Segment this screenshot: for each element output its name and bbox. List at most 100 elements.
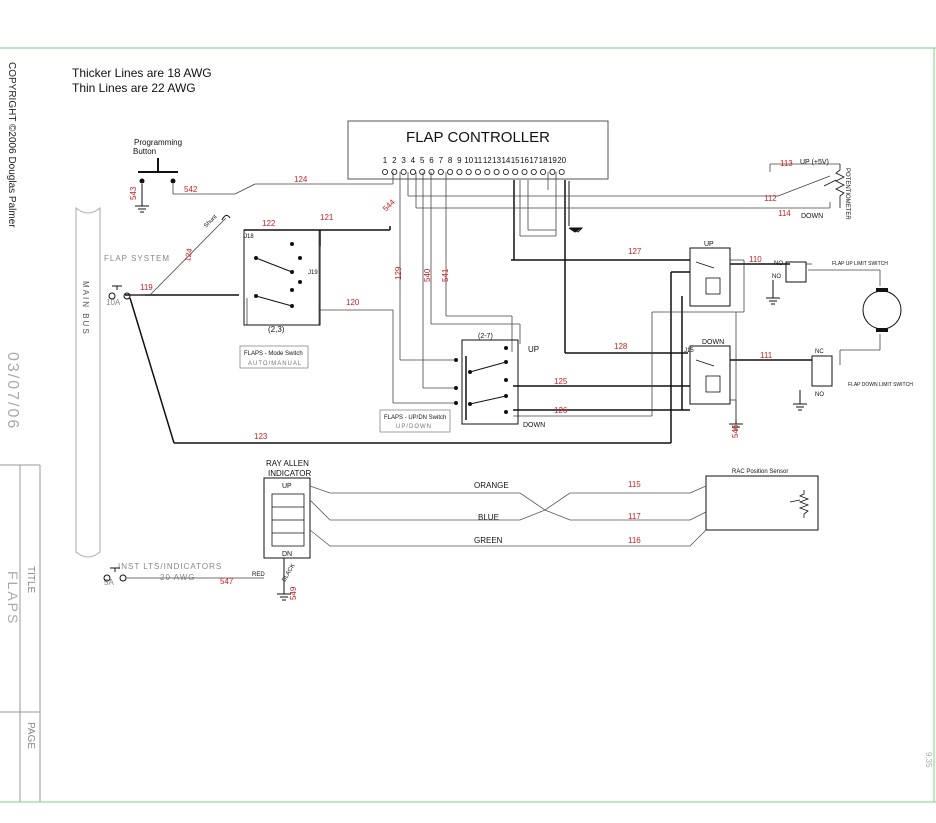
- controller-pin-label: 7: [439, 156, 444, 165]
- programming-terminal-left: [139, 178, 145, 184]
- down-relay: [689, 345, 731, 405]
- controller-pin-terminal: [465, 168, 472, 175]
- wire-546: 546: [731, 424, 740, 438]
- relay-coils: [695, 261, 721, 393]
- controller-pin-label: 2: [392, 156, 397, 165]
- programming-button: [138, 158, 178, 173]
- updn-switch-title: FLAPS - UP/DN Switch: [384, 415, 446, 421]
- wire-119: 119: [140, 283, 153, 292]
- indicator-dn: DN: [282, 551, 292, 558]
- wire-544: 544: [381, 197, 397, 213]
- updn-up-label: UP: [528, 345, 539, 354]
- wire-543: 543: [129, 186, 138, 200]
- wire-121: 121: [320, 213, 334, 222]
- controller-pin-label: 4: [411, 156, 416, 165]
- page-label: PAGE: [25, 722, 36, 749]
- wire-116: 116: [628, 536, 641, 545]
- wire-549: 549: [289, 586, 298, 600]
- down-limit-label: FLAP DOWN LIMIT SWITCH: [848, 382, 913, 388]
- controller-pin-terminal: [521, 168, 528, 175]
- controller-pin-terminal: [381, 168, 388, 175]
- no-label-up: NO: [774, 261, 783, 267]
- indicator-title-1: RAY ALLEN: [266, 459, 309, 468]
- up-limit-switch: [785, 261, 807, 283]
- title-label: TITLE: [25, 566, 36, 594]
- wire-120: 120: [346, 298, 360, 307]
- mode-j19: J19: [308, 270, 318, 276]
- controller-pin-label: 5: [420, 156, 425, 165]
- wire-542: 542: [184, 185, 198, 194]
- indicator-up: UP: [282, 483, 292, 490]
- potentiometer: [823, 164, 845, 208]
- controller-pin-terminal: [474, 168, 481, 175]
- controller-pin-label: 14: [501, 156, 510, 165]
- updn-down-label: DOWN: [523, 422, 545, 429]
- breaker-10a: 10A: [106, 298, 121, 307]
- relay-up-label: UP: [704, 241, 714, 248]
- inst-awg: 20 AWG: [160, 573, 196, 582]
- controller-pin-label: 18: [539, 156, 548, 165]
- controller-pin-label: 17: [529, 156, 538, 165]
- main-bus-label: MAIN BUS: [81, 281, 90, 336]
- wire-547: 547: [220, 577, 234, 586]
- wire-112: 112: [764, 194, 777, 203]
- shunt-symbol: [221, 214, 231, 221]
- up-relay: [689, 247, 731, 307]
- controller-pin-label: 1: [383, 156, 388, 165]
- controller-pin-label: 3: [401, 156, 406, 165]
- shunt-label: Shunt: [203, 214, 219, 230]
- programming-label-1: Programming: [134, 138, 182, 147]
- rac-sensor-title: RAC Position Sensor: [732, 469, 788, 475]
- wire-117: 117: [628, 512, 641, 521]
- controller-pin-terminal: [400, 168, 407, 175]
- wire-540: 540: [423, 268, 432, 282]
- controller-pin-label: 9: [457, 156, 462, 165]
- mode-switch-terminals: [254, 242, 302, 308]
- mode-j18: J18: [244, 234, 254, 240]
- pot-plus5: UP (+5V): [800, 159, 829, 166]
- wire-110: 110: [749, 255, 762, 264]
- main-bus: [75, 206, 101, 558]
- controller-pin-terminal: [456, 168, 463, 175]
- date-text: 03/07/06: [4, 352, 21, 430]
- wire-color-blue: BLUE: [478, 513, 499, 522]
- controller-pin-terminal: [391, 168, 398, 175]
- controller-pin-label: 16: [520, 156, 529, 165]
- note-thick-lines: Thicker Lines are 18 AWG: [72, 66, 212, 80]
- controller-pin-terminal: [419, 168, 426, 175]
- controller-pin-terminal: [558, 168, 565, 175]
- wire-124b: 124: [183, 247, 194, 262]
- updn-switch-sub: UP/DOWN: [396, 424, 432, 430]
- programming-label-2: Button: [133, 147, 156, 156]
- updn-label-box: [379, 409, 451, 433]
- flap-system-label: FLAP SYSTEM: [104, 254, 170, 263]
- wire-114: 114: [778, 209, 791, 218]
- controller-pin-label: 6: [429, 156, 434, 165]
- page-number: 9.35: [924, 752, 933, 768]
- controller-pin-terminal: [530, 168, 537, 175]
- controller-pin-terminal: [549, 168, 556, 175]
- note-thin-lines: Thin Lines are 22 AWG: [72, 81, 196, 95]
- motor-brush-bottom: [876, 328, 888, 332]
- down-limit-switch: [811, 355, 833, 387]
- controller-pin-label: 10: [464, 156, 473, 165]
- up-limit-label: FLAP UP LIMIT SWITCH: [832, 261, 888, 267]
- wire-color-orange: ORANGE: [474, 481, 509, 490]
- thick-wires: [125, 180, 812, 444]
- controller-pin-label: 11: [474, 156, 483, 165]
- wire-111: 111: [760, 351, 773, 360]
- wire-115: 115: [628, 480, 641, 489]
- updn-terminals: [454, 346, 508, 414]
- mode-switch-label-box: [239, 345, 309, 369]
- no-label-up2: NO: [772, 274, 781, 280]
- controller-pin-label: 15: [511, 156, 520, 165]
- controller-pin-terminal: [428, 168, 435, 175]
- page-frame: [0, 47, 936, 803]
- rac-sensor-box: [705, 475, 819, 531]
- flap-motor: [862, 290, 902, 330]
- breaker-5a: 5A: [104, 578, 114, 587]
- wire-124a: 124: [294, 175, 308, 184]
